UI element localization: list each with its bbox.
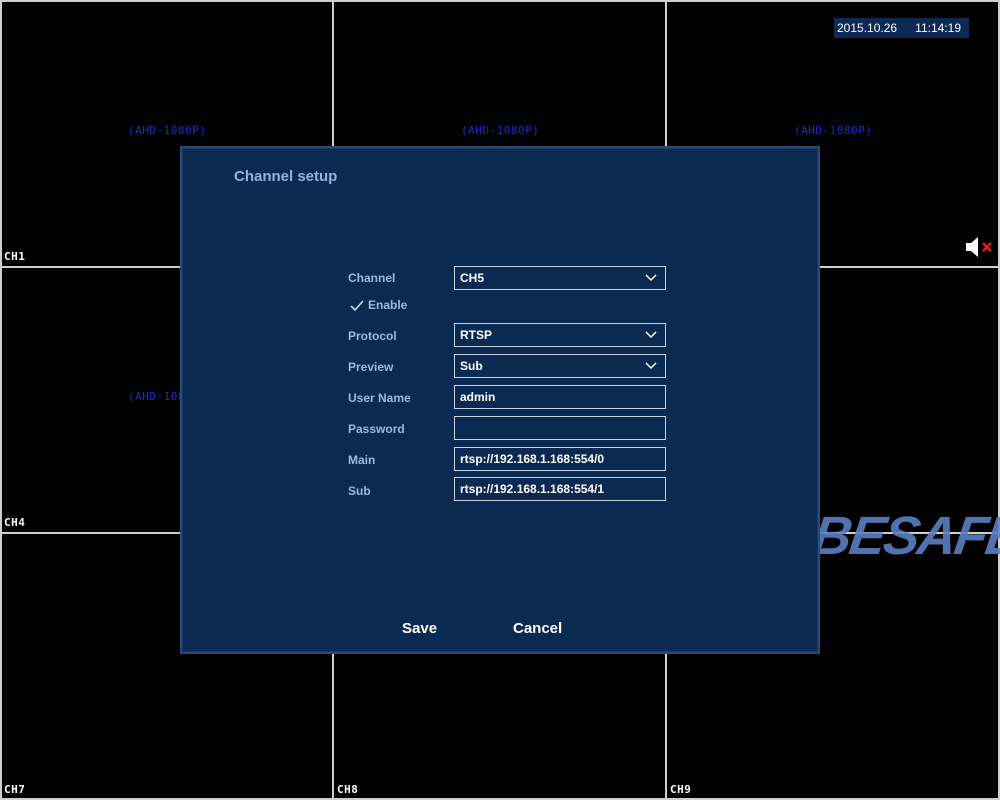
checkmark-icon <box>350 300 364 311</box>
preview-select[interactable]: Sub <box>454 354 666 378</box>
protocol-label: Protocol <box>348 329 397 343</box>
preview-select-value: Sub <box>460 359 483 373</box>
sub-stream-input-field[interactable] <box>460 478 665 500</box>
username-input-field[interactable] <box>460 386 665 408</box>
chevron-down-icon <box>645 274 657 282</box>
channel-select-value: CH5 <box>460 271 485 285</box>
camera-cell-label-ch9: CH9 <box>670 783 692 796</box>
username-input[interactable] <box>454 385 666 409</box>
camera-cell-label-ch8: CH8 <box>337 783 359 796</box>
grid-border-right <box>998 0 1000 800</box>
brand-watermark: BESAFE <box>808 506 1000 566</box>
camera-cell-label-ch1: CH1 <box>4 250 26 263</box>
grid-border-bottom <box>0 798 1000 800</box>
password-label: Password <box>348 422 405 436</box>
sub-stream-input[interactable] <box>454 477 666 501</box>
channel-select[interactable]: CH5 <box>454 266 666 290</box>
chevron-down-icon <box>645 331 657 339</box>
main-stream-input-field[interactable] <box>460 448 665 470</box>
datetime-display: 2015.10.26 11:14:19 <box>834 18 969 38</box>
chevron-down-icon <box>645 362 657 370</box>
camera-cell-label-ch7: CH7 <box>4 783 26 796</box>
enable-checkbox[interactable]: Enable <box>350 298 407 312</box>
sub-stream-label: Sub <box>348 484 371 498</box>
protocol-select-value: RTSP <box>460 328 493 342</box>
username-label: User Name <box>348 391 411 405</box>
password-input-field[interactable] <box>460 417 665 439</box>
speaker-muted-icon[interactable] <box>964 236 996 258</box>
time-text: 11:14:19 <box>915 21 961 35</box>
resolution-label-ch3: (AHD-1080P) <box>794 124 873 137</box>
cancel-button[interactable]: Cancel <box>513 620 563 637</box>
resolution-label-ch1: (AHD-1080P) <box>128 124 207 137</box>
main-stream-label: Main <box>348 453 376 467</box>
camera-cell-label-ch4: CH4 <box>4 516 26 529</box>
password-input[interactable] <box>454 416 666 440</box>
protocol-select[interactable]: RTSP <box>454 323 666 347</box>
channel-label: Channel <box>348 271 396 285</box>
preview-label: Preview <box>348 360 394 374</box>
main-stream-input[interactable] <box>454 447 666 471</box>
date-text: 2015.10.26 <box>837 21 898 35</box>
enable-label: Enable <box>368 298 408 312</box>
channel-setup-dialog: Channel setup Channel CH5 Enable Protoco… <box>180 146 820 654</box>
grid-border-top <box>0 0 1000 2</box>
resolution-label-ch2: (AHD-1080P) <box>461 124 540 137</box>
grid-border-left <box>0 0 2 800</box>
save-button[interactable]: Save <box>402 620 438 637</box>
dialog-title: Channel setup <box>234 168 338 185</box>
